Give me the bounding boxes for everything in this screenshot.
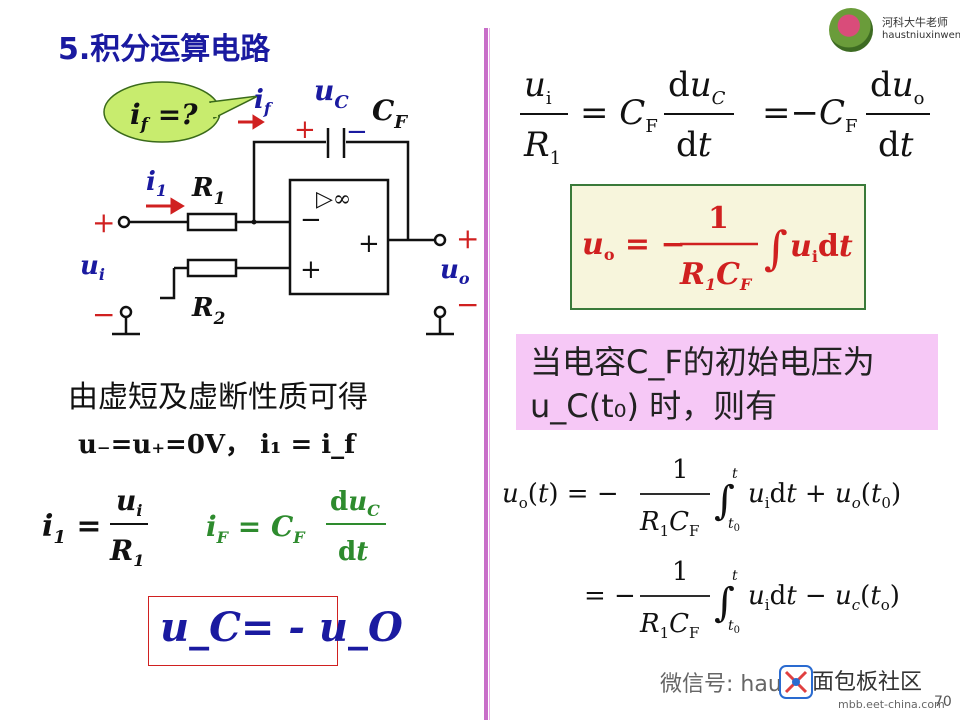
condition-line-2: u_C(t₀) 时，则有 — [530, 387, 778, 425]
integrator-circuit-diagram: if =? ▷∞ − + + + − if — [80, 74, 479, 336]
svg-text:uo = −: uo = − — [582, 227, 686, 264]
svg-text:= −: = − — [584, 581, 636, 611]
svg-text:= CF: = CF — [580, 93, 658, 137]
svg-text:if =?: if =? — [130, 98, 198, 135]
svg-text:R1: R1 — [523, 125, 561, 169]
site-logo-icon — [779, 665, 813, 699]
svg-text:+: + — [300, 255, 322, 285]
svg-text:CF: CF — [372, 94, 408, 133]
left-equations: i1 = ui R1 iF = CF duC dt — [42, 484, 386, 570]
svg-text:t: t — [732, 568, 738, 584]
svg-text:−: − — [300, 205, 322, 235]
logo-text-en: haustniuxinwen — [882, 30, 960, 41]
current-arrows — [146, 114, 265, 215]
svg-text:dt: dt — [878, 125, 914, 165]
svg-text:duo: duo — [870, 65, 925, 109]
svg-text:−: − — [456, 288, 479, 321]
svg-text:R1CF: R1CF — [679, 257, 753, 294]
column-divider — [484, 28, 488, 720]
integral-equation-box — [570, 184, 866, 310]
svg-text:uC: uC — [314, 74, 349, 113]
svg-text:R1: R1 — [191, 173, 225, 209]
svg-text:1: 1 — [672, 455, 689, 485]
svg-text:uo: uo — [440, 255, 470, 288]
site-watermark: 面包板社区 — [812, 670, 923, 695]
svg-text:dt: dt — [676, 125, 712, 165]
logo-text-cn: 河科大牛老师 — [882, 16, 948, 29]
svg-text:i1: i1 — [146, 167, 167, 200]
svg-text:uidt + uo(t0): uidt + uo(t0) — [748, 479, 901, 512]
virtual-short-text: 由虚短及虚断性质可得 — [68, 380, 368, 415]
question-bubble: if =? — [103, 81, 259, 143]
feedback-wires — [252, 128, 410, 240]
svg-text:ui: ui — [80, 251, 105, 284]
svg-text:−: − — [346, 117, 368, 147]
svg-text:1: 1 — [708, 201, 729, 236]
svg-text:uidt − uc(to): uidt − uc(to) — [748, 581, 900, 614]
svg-text:1: 1 — [672, 557, 689, 587]
page-number: 70 — [934, 694, 952, 710]
svg-text:+: + — [92, 206, 115, 239]
svg-text:uo(t) = −: uo(t) = − — [502, 479, 619, 512]
svg-text:ui: ui — [524, 65, 552, 109]
svg-text:ui: ui — [116, 484, 142, 520]
svg-text:∫: ∫ — [714, 478, 735, 524]
svg-text:=−CF: =−CF — [762, 93, 858, 137]
svg-text:i1 =: i1 = — [42, 509, 102, 548]
integral-equation: uo = − 1 R1CF ∫ uidt — [582, 201, 853, 294]
column-divider-shadow — [489, 28, 490, 720]
top-equation: ui R1 = CF duC dt =−CF duo dt — [520, 65, 930, 169]
flower-logo-icon — [829, 8, 873, 52]
op-amp-box — [288, 178, 390, 296]
wechat-watermark: 微信号: hau — [660, 672, 782, 697]
result-equation: u_C= - u_O — [160, 604, 403, 651]
site-url-watermark: mbb.eet-china.com — [838, 698, 945, 711]
svg-text:if: if — [254, 85, 274, 118]
svg-text:uidt: uidt — [790, 229, 853, 266]
svg-text:R2: R2 — [191, 293, 226, 329]
svg-text:R1CF: R1CF — [639, 609, 699, 642]
svg-text:R1CF: R1CF — [639, 507, 699, 540]
result-box — [148, 596, 338, 666]
svg-text:iF = CF: iF = CF — [206, 510, 306, 547]
svg-text:R1: R1 — [109, 534, 144, 570]
svg-text:∫: ∫ — [764, 221, 788, 275]
svg-text:+: + — [456, 222, 479, 255]
input-wires — [112, 212, 454, 336]
svg-text:−: − — [92, 298, 115, 331]
svg-text:∫: ∫ — [714, 580, 735, 626]
slide-title: 5.积分运算电路 — [58, 32, 271, 67]
virtual-equation: u₋=u₊=0V， i₁ = i_f — [78, 430, 356, 460]
svg-text:duC: duC — [668, 65, 726, 109]
condition-text: 当电容C_F的初始电压为 u_C(t₀) 时，则有 — [530, 340, 940, 428]
svg-text:dt: dt — [338, 537, 368, 567]
svg-text:+: + — [294, 115, 316, 145]
svg-text:+: + — [358, 229, 380, 259]
condition-line-1: 当电容C_F的初始电压为 — [530, 343, 875, 381]
condition-box — [516, 334, 938, 430]
svg-text:duC: duC — [330, 487, 380, 520]
op-amp-symbol: ▷∞ — [316, 187, 351, 212]
bottom-equations: uo(t) = − 1 R1CF ∫ t t0 uidt + uo(t0) = … — [502, 455, 901, 642]
svg-text:t: t — [732, 466, 738, 482]
